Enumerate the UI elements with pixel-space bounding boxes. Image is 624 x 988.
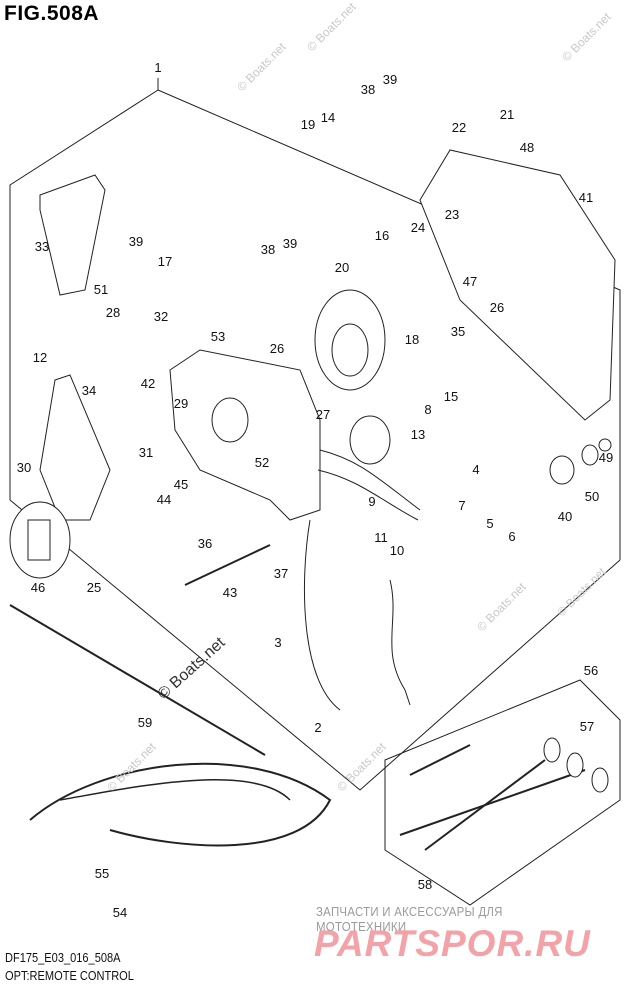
diagram-code: DF175_E03_016_508A [5, 950, 121, 965]
part-label-30: 30 [17, 460, 31, 475]
part-label-41: 41 [579, 190, 593, 205]
part-label-37: 37 [274, 566, 288, 581]
part-label-21: 21 [500, 107, 514, 122]
control-box [169, 349, 321, 521]
part-label-54: 54 [113, 905, 127, 920]
part-label-26: 26 [490, 300, 504, 315]
part-label-38: 38 [361, 82, 375, 97]
part-label-39: 39 [129, 234, 143, 249]
part-label-20: 20 [335, 260, 349, 275]
part-label-19: 19 [301, 117, 315, 132]
part-label-4: 4 [472, 462, 479, 477]
side-plate [419, 149, 616, 421]
part-label-47: 47 [463, 274, 477, 289]
part-label-46: 46 [31, 580, 45, 595]
part-label-26: 26 [270, 341, 284, 356]
part-label-34: 34 [82, 383, 96, 398]
part-label-15: 15 [444, 389, 458, 404]
part-label-40: 40 [558, 509, 572, 524]
part-label-22: 22 [452, 120, 466, 135]
part-label-49: 49 [599, 450, 613, 465]
part-label-14: 14 [321, 110, 335, 125]
part-label-31: 31 [139, 445, 153, 460]
part-label-28: 28 [106, 305, 120, 320]
part-label-59: 59 [138, 715, 152, 730]
part-label-45: 45 [174, 477, 188, 492]
assembly-bracket-56 [384, 679, 621, 906]
part-label-3: 3 [274, 635, 281, 650]
part-label-29: 29 [174, 396, 188, 411]
cover-plate [314, 289, 386, 391]
part-label-42: 42 [141, 376, 155, 391]
part-label-52: 52 [255, 455, 269, 470]
part-label-16: 16 [375, 228, 389, 243]
part-label-11: 11 [374, 530, 388, 545]
part-label-17: 17 [158, 254, 172, 269]
part-label-38: 38 [261, 242, 275, 257]
figure-title: FIG.508A [4, 2, 100, 25]
part-label-24: 24 [411, 220, 425, 235]
part-label-56: 56 [584, 663, 598, 678]
part-label-53: 53 [211, 329, 225, 344]
part-label-27: 27 [316, 407, 330, 422]
part-label-2: 2 [314, 720, 321, 735]
part-label-13: 13 [411, 427, 425, 442]
part-label-51: 51 [94, 282, 108, 297]
handle-part [39, 174, 106, 296]
part-label-10: 10 [390, 543, 404, 558]
ru-watermark-text: ЗАПЧАСТИ И АКСЕССУАРЫ ДЛЯ МОТОТЕХНИКИ [316, 904, 503, 934]
part-label-58: 58 [418, 877, 432, 892]
part-label-57: 57 [580, 719, 594, 734]
diagram-caption: OPT:REMOTE CONTROL [5, 968, 134, 983]
part-label-39: 39 [283, 236, 297, 251]
assembly-bracket-1 [9, 78, 159, 500]
part-label-9: 9 [368, 494, 375, 509]
part-label-50: 50 [585, 489, 599, 504]
part-label-1: 1 [154, 60, 161, 75]
part-label-8: 8 [424, 402, 431, 417]
part-label-35: 35 [451, 324, 465, 339]
part-label-25: 25 [87, 580, 101, 595]
part-label-5: 5 [486, 516, 493, 531]
part-label-7: 7 [458, 498, 465, 513]
part-label-18: 18 [405, 332, 419, 347]
part-label-33: 33 [35, 239, 49, 254]
part-label-12: 12 [33, 350, 47, 365]
part-label-48: 48 [520, 140, 534, 155]
brand-watermark: PARTSPOR.RU [314, 923, 591, 964]
part-label-36: 36 [198, 536, 212, 551]
part-label-32: 32 [154, 309, 168, 324]
part-label-55: 55 [95, 866, 109, 881]
part-label-43: 43 [223, 585, 237, 600]
part-label-39: 39 [383, 72, 397, 87]
part-label-44: 44 [157, 492, 171, 507]
part-label-6: 6 [508, 529, 515, 544]
part-label-23: 23 [445, 207, 459, 222]
